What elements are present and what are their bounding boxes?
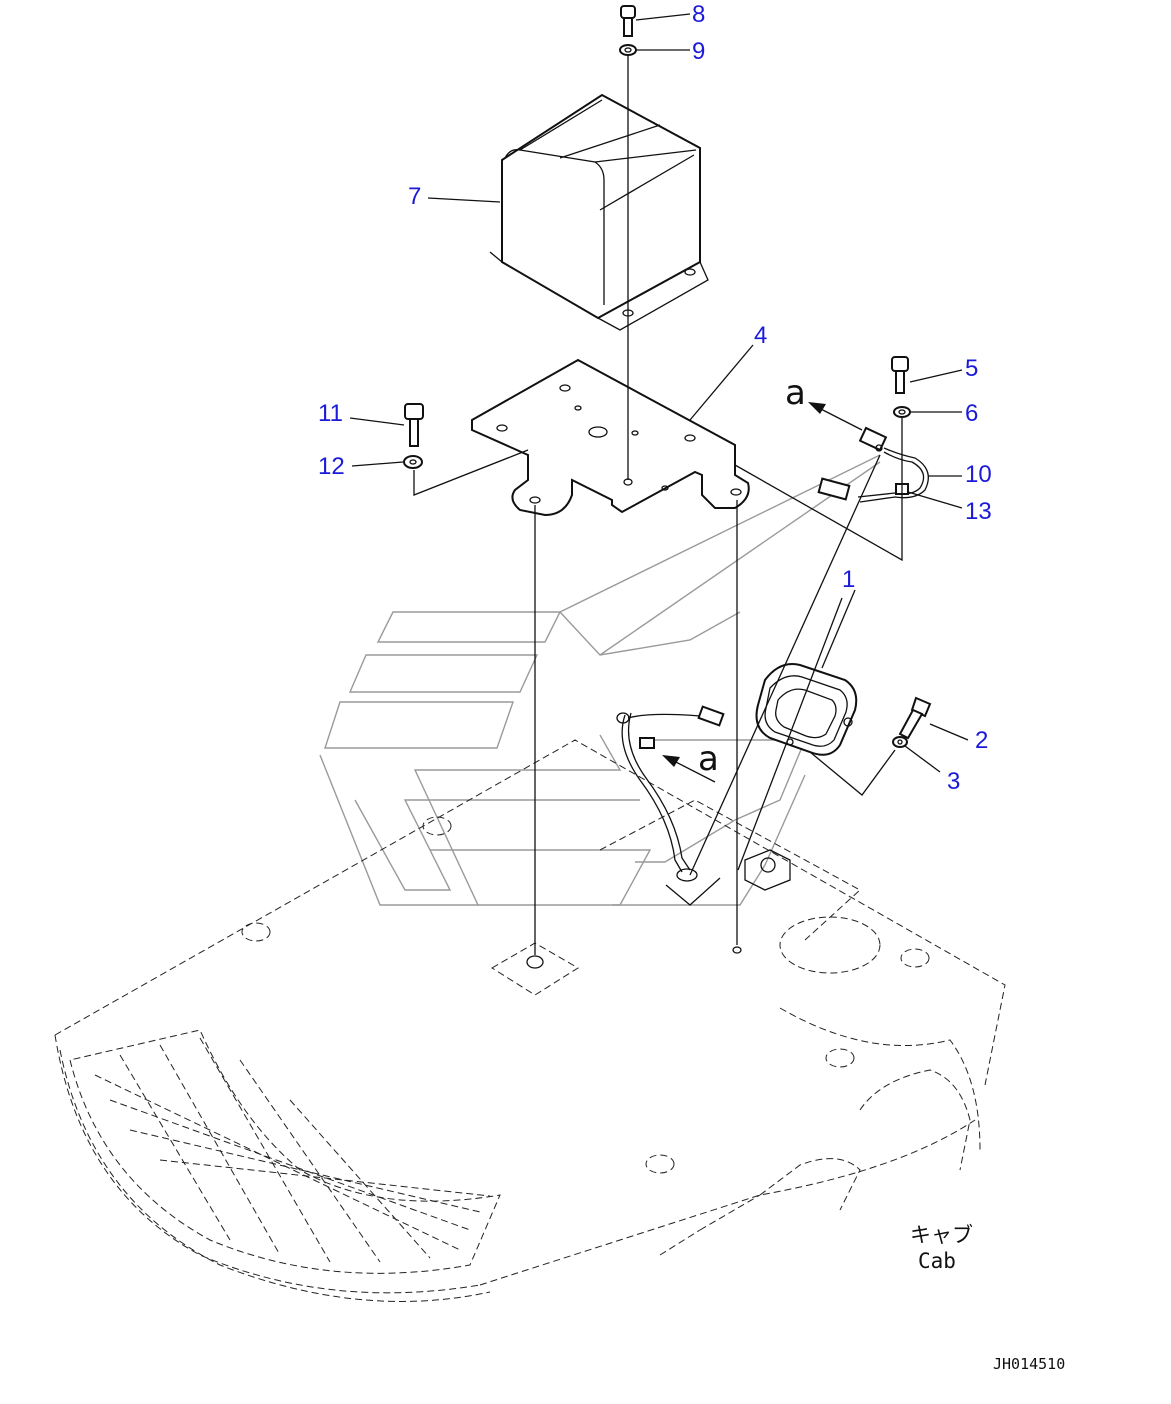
callout-6: 6 [911,400,978,427]
bolt-5-icon [891,356,909,394]
svg-text:a: a [698,739,719,779]
assembly-lines [413,56,903,969]
bracket-part [471,358,750,517]
bolt-2-icon [898,696,932,740]
washer-12-icon [403,455,423,469]
svg-text:6: 6 [965,400,978,427]
machine-body-outline [54,739,1006,1302]
view-arrow-a-top: a [785,373,863,431]
svg-text:2: 2 [975,727,988,754]
callout-7: 7 [408,183,501,210]
callout-5: 5 [909,355,978,383]
cab-label-en: Cab [918,1249,956,1273]
callout-2: 2 [929,723,988,754]
drawing-code: JH014510 [993,1355,1065,1373]
svg-text:13: 13 [965,498,992,525]
callout-9: 9 [637,38,705,65]
svg-text:9: 9 [692,38,705,65]
svg-text:8: 8 [692,1,705,28]
svg-text:4: 4 [754,322,767,349]
bolt-8-icon [620,5,636,37]
callout-8: 8 [635,1,705,28]
svg-text:a: a [785,373,806,413]
washer-6-icon [893,406,911,418]
cover-part [489,93,709,331]
cab-label-jp: キャブ [910,1223,973,1247]
lamp-part [755,663,858,756]
callout-1: 1 [821,566,856,669]
svg-text:3: 3 [947,768,960,795]
svg-text:7: 7 [408,183,421,210]
callout-13: 13 [907,491,992,525]
svg-text:10: 10 [965,461,992,488]
svg-text:5: 5 [965,355,978,382]
callout-4: 4 [689,322,767,421]
callout-11: 11 [318,400,405,427]
svg-text:11: 11 [318,400,343,427]
svg-text:1: 1 [842,566,855,593]
svg-text:12: 12 [318,453,345,480]
callout-12: 12 [318,453,404,480]
bolt-11-icon [404,403,424,447]
washer-3-icon [892,736,908,748]
washer-9-icon [619,44,637,56]
callout-3: 3 [904,745,960,795]
callout-10: 10 [928,461,992,488]
view-arrow-a-bottom: a [662,739,719,783]
wiring-harness-part [616,426,929,873]
